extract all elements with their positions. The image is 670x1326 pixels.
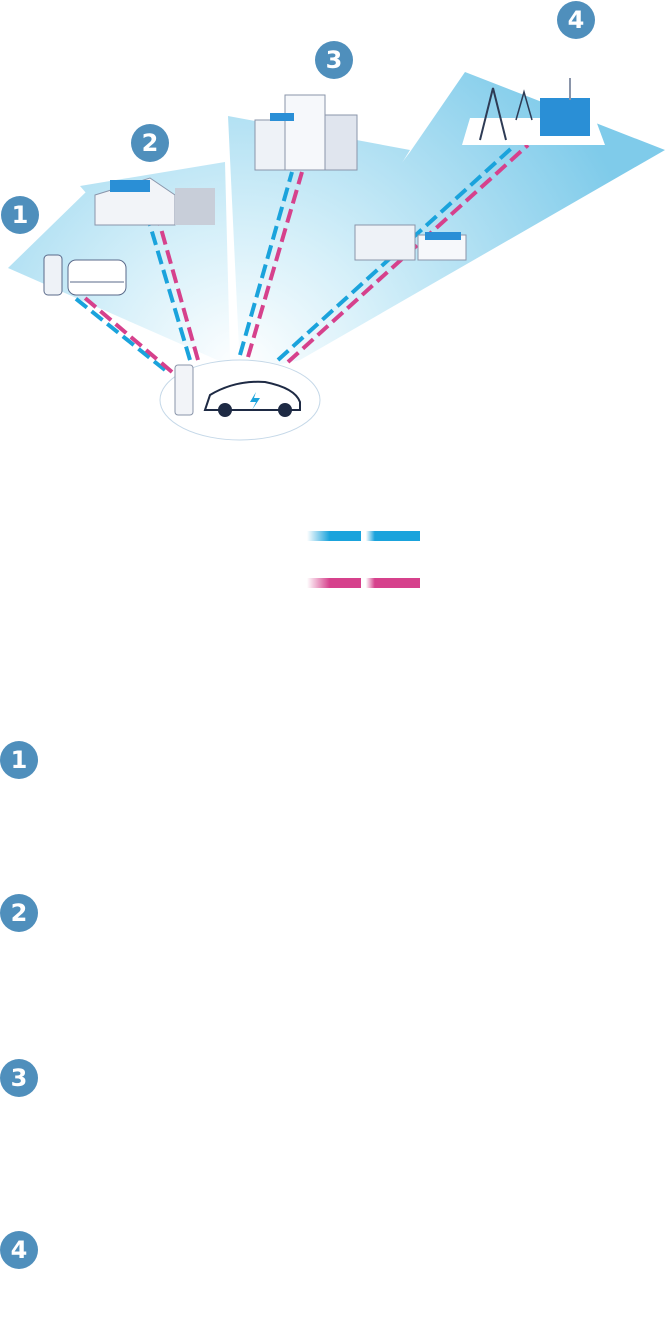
building-neighborhood — [354, 224, 467, 261]
flow-lines — [73, 143, 530, 374]
electric-car — [203, 380, 301, 411]
badge-4: 4 — [557, 1, 595, 39]
fan-panel-4 — [245, 72, 665, 372]
building-house — [94, 177, 215, 226]
flow-line-pink — [158, 224, 200, 361]
flow-line-blue — [148, 224, 192, 361]
legend-flow-pink — [307, 578, 420, 588]
badge-3: 3 — [315, 41, 353, 79]
list-badge-2: 2 — [0, 894, 38, 932]
list-badge-3: 3 — [0, 1059, 38, 1097]
list-badge-4: 4 — [0, 1231, 38, 1269]
badge-2: 2 — [131, 124, 169, 162]
flow-line-blue — [276, 143, 517, 362]
list-badge-1: 1 — [0, 741, 38, 779]
grid-power-plant — [462, 78, 605, 145]
device-portable-battery — [43, 254, 127, 296]
flow-line-blue — [238, 171, 294, 356]
building-office — [254, 94, 358, 171]
fan-panels — [8, 72, 665, 372]
fan-panel-3 — [228, 116, 410, 370]
legend-flow-blue — [307, 531, 420, 541]
charger — [174, 364, 194, 416]
flow-line-pink — [246, 171, 304, 358]
badge-1: 1 — [1, 196, 39, 234]
v2x-illustration — [8, 72, 665, 441]
ev-charging-platform — [159, 359, 321, 441]
